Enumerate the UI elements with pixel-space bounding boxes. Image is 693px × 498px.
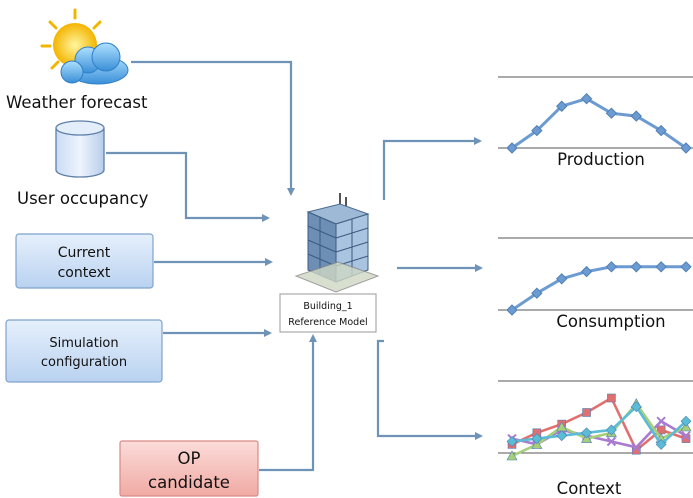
- context-series-4-point-3: [556, 430, 568, 442]
- consumption-series-1-point-2: [531, 287, 543, 299]
- simulation-configuration-box: Simulation configuration: [5, 319, 163, 383]
- context-series-2-point-5: [606, 436, 617, 447]
- consumption-series-1-point-8: [680, 261, 692, 273]
- context-series-3-point-1: [506, 450, 518, 461]
- context-series-4-point-8: [680, 415, 692, 427]
- consumption-series-1-point-4: [580, 265, 593, 278]
- consumption-series-1-point-5: [605, 261, 618, 273]
- consumption-chart: [498, 237, 693, 316]
- output-arrows: [376, 137, 483, 440]
- current-context-line1: Current: [58, 245, 111, 261]
- consumption-series-1-point-3: [556, 273, 568, 285]
- production-series-1-point-1: [506, 142, 518, 154]
- user-occupancy-label: User occupancy: [17, 189, 149, 208]
- consumption-label: Consumption: [556, 312, 665, 331]
- weather-icon: [40, 8, 130, 90]
- context-series-1-point-5: [607, 393, 616, 403]
- production-series-1-line: [511, 97, 687, 150]
- op-line1: OP: [178, 449, 201, 468]
- production-series-1-point-5: [605, 107, 618, 119]
- context-series-2-point-8: [681, 430, 691, 441]
- production-series-1-point-8: [680, 142, 692, 154]
- current-context-line2: context: [58, 265, 111, 281]
- context-series-4-point-4: [581, 427, 592, 439]
- production-arrow: [382, 137, 482, 200]
- simulation-line1: Simulation: [49, 336, 118, 351]
- production-series-1-point-6: [630, 110, 642, 122]
- occupancy-arrow: [106, 151, 270, 222]
- building-model-label: Reference Model: [288, 317, 367, 328]
- context-chart: [498, 380, 693, 461]
- context-label: Context: [557, 479, 622, 498]
- building-icon: [286, 190, 380, 294]
- weather-arrow: [131, 60, 295, 196]
- context-series-2-point-7: [656, 416, 666, 426]
- context-series-4-point-7: [655, 438, 667, 450]
- building-name: Building_1: [303, 301, 352, 312]
- production-series-1-point-4: [580, 92, 593, 105]
- context-series-4-point-6: [630, 401, 642, 413]
- context-series-4-point-5: [606, 424, 617, 436]
- context-arrow: [376, 339, 483, 440]
- consumption-series-1-point-6: [630, 261, 642, 273]
- context-series-4-point-2: [531, 433, 543, 445]
- building-label-box: Building_1 Reference Model: [279, 293, 377, 333]
- simulation-line2: configuration: [41, 355, 127, 370]
- production-series-1-point-2: [531, 124, 543, 137]
- production-series-1-point-7: [655, 124, 667, 137]
- context-series-2-point-6: [631, 442, 641, 453]
- input-arrows: [106, 60, 317, 472]
- weather-forecast-label: Weather forecast: [6, 93, 148, 112]
- op-line2: candidate: [148, 473, 230, 492]
- context-series-3-line: [511, 402, 687, 458]
- current-context-box: Current context: [15, 233, 154, 289]
- op-candidate-box: OP candidate: [119, 440, 259, 497]
- context-series-4-point-1: [506, 436, 518, 447]
- production-series-1-point-3: [556, 100, 568, 112]
- production-label: Production: [557, 150, 645, 169]
- consumption-series-1-point-1: [506, 304, 518, 316]
- consumption-series-1-point-7: [655, 261, 667, 273]
- database-icon: [55, 120, 105, 178]
- consumption-series-1-line: [511, 265, 686, 312]
- production-chart: [498, 76, 693, 154]
- op-candidate-arrow: [259, 334, 317, 472]
- context-series-1-point-4: [582, 408, 591, 417]
